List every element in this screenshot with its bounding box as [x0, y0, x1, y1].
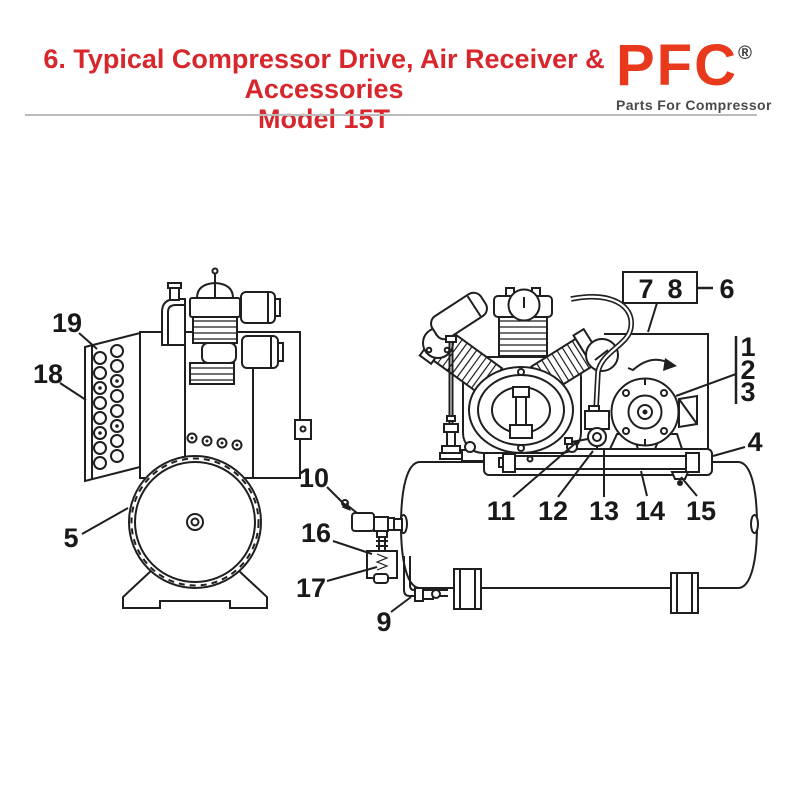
pipe-fitting: [414, 587, 424, 602]
callout-10: 10: [299, 463, 329, 493]
belt-guard: [604, 333, 709, 449]
cooler-tube: [498, 452, 700, 473]
page-subtitle: Model 15T: [257, 104, 391, 134]
header-divider: [25, 114, 757, 116]
flywheel: [128, 455, 262, 589]
crankcase-bolts: [186, 432, 243, 451]
callout-6: 6: [719, 274, 734, 304]
drain-valve: [670, 471, 690, 486]
page-title-block: 6. Typical Compressor Drive, Air Receive…: [0, 44, 648, 134]
callout-labels: 19 18 5 10 16 17 9 11 12 13 14 15 4 6 7 …: [33, 274, 763, 637]
callout-9: 9: [376, 607, 391, 637]
callout-4: 4: [747, 427, 762, 457]
pump-pulley: [468, 366, 574, 454]
callout-18: 18: [33, 359, 63, 389]
air-receiver-tank: [399, 461, 759, 589]
rotation-arrow-icon: [627, 358, 677, 372]
callout-1: 1: [740, 332, 755, 362]
callout-8: 8: [667, 274, 682, 304]
tank-feet: [453, 568, 699, 614]
drain-pipe: [403, 556, 448, 602]
air-filter-canisters: [240, 291, 284, 369]
brand-logo: PFC® Parts For Compressor: [616, 26, 772, 114]
intake-elbow-pipe: [161, 282, 186, 346]
page-title: 6. Typical Compressor Drive, Air Receive…: [43, 44, 605, 104]
tank-valve-assembly: [341, 499, 403, 584]
callout-box-7-8: [622, 271, 698, 304]
leader-lines: [59, 286, 746, 613]
right-compressor-drawing: [341, 287, 759, 614]
callout-12: 12: [538, 496, 568, 526]
callout-17: 17: [296, 573, 326, 603]
cylinder-and-head: [189, 267, 241, 385]
registered-mark-icon: ®: [738, 43, 752, 64]
callout-7: 7: [638, 274, 653, 304]
callout-14: 14: [635, 496, 665, 526]
safety-valve-rod: [439, 335, 463, 460]
callout-19: 19: [52, 308, 82, 338]
left-intake-filter: [430, 291, 488, 341]
discharge-tube: [570, 294, 634, 411]
callout-5: 5: [63, 523, 78, 553]
callout-16: 16: [301, 518, 331, 548]
left-compressor-drawing: [84, 267, 312, 609]
logo-text: PFC: [616, 33, 738, 98]
cooler-bolts: [93, 344, 124, 470]
callout-3: 3: [740, 377, 755, 407]
pressure-switch: [564, 405, 610, 450]
callout-2: 2: [740, 355, 755, 385]
logo-tagline: Parts For Compressor: [616, 97, 772, 113]
electric-motor: [608, 377, 698, 450]
callout-15: 15: [686, 496, 716, 526]
callout-11: 11: [487, 496, 516, 526]
callout-13: 13: [589, 496, 619, 526]
top-cylinder: [493, 287, 553, 357]
finned-cooler-block: [84, 331, 141, 483]
